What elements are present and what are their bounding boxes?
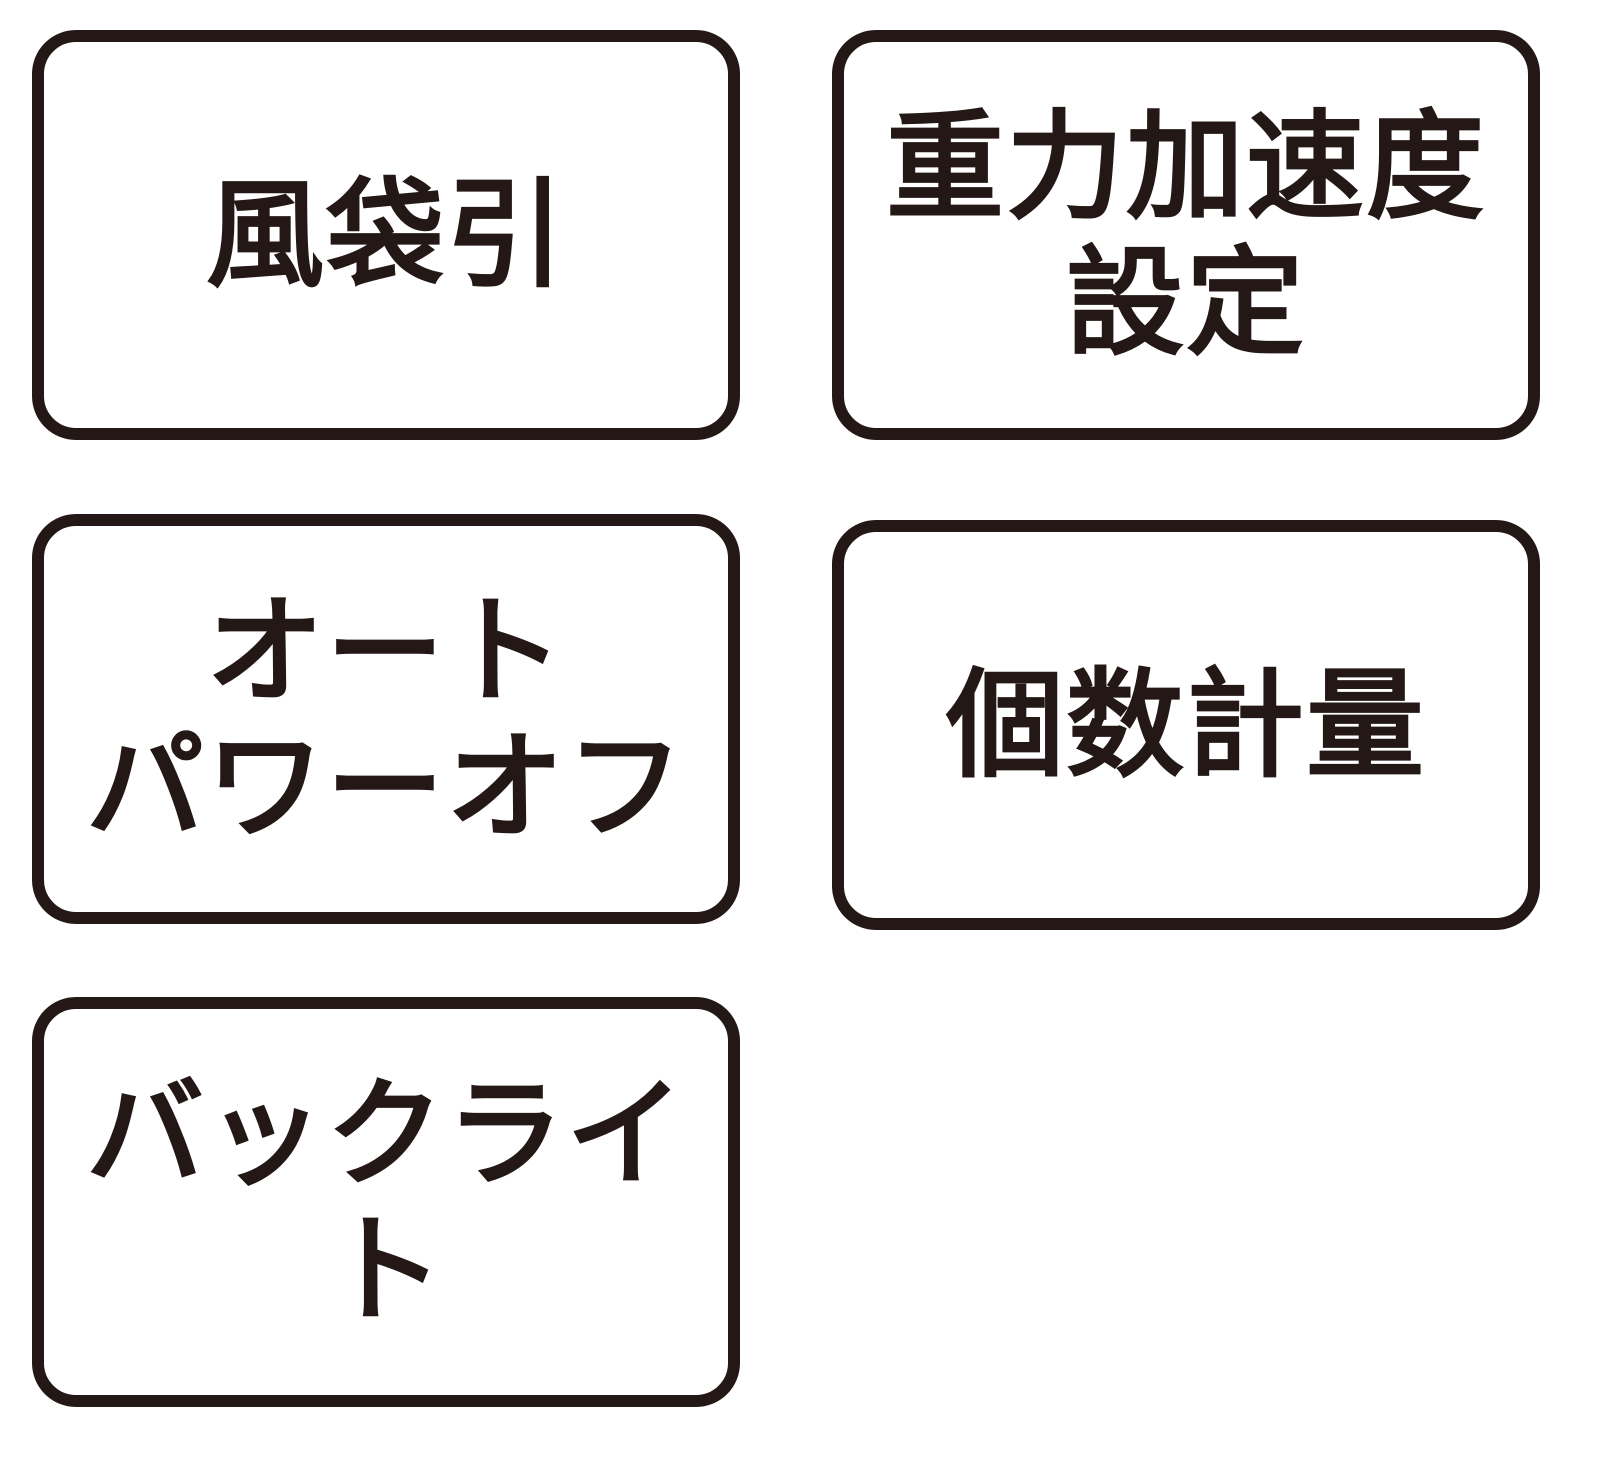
auto-power-off-button[interactable]: オート パワーオフ: [32, 514, 740, 924]
backlight-label: バックライト: [85, 1065, 686, 1339]
auto-power-off-label: オート パワーオフ: [85, 582, 686, 856]
piece-counting-button[interactable]: 個数計量: [832, 520, 1540, 930]
gravity-acceleration-setting-label: 重力加速度 設定: [885, 98, 1486, 372]
tare-label: 風袋引: [205, 166, 566, 304]
piece-counting-label: 個数計量: [945, 656, 1426, 794]
gravity-acceleration-setting-button[interactable]: 重力加速度 設定: [832, 30, 1540, 440]
backlight-button[interactable]: バックライト: [32, 997, 740, 1407]
tare-button[interactable]: 風袋引: [32, 30, 740, 440]
